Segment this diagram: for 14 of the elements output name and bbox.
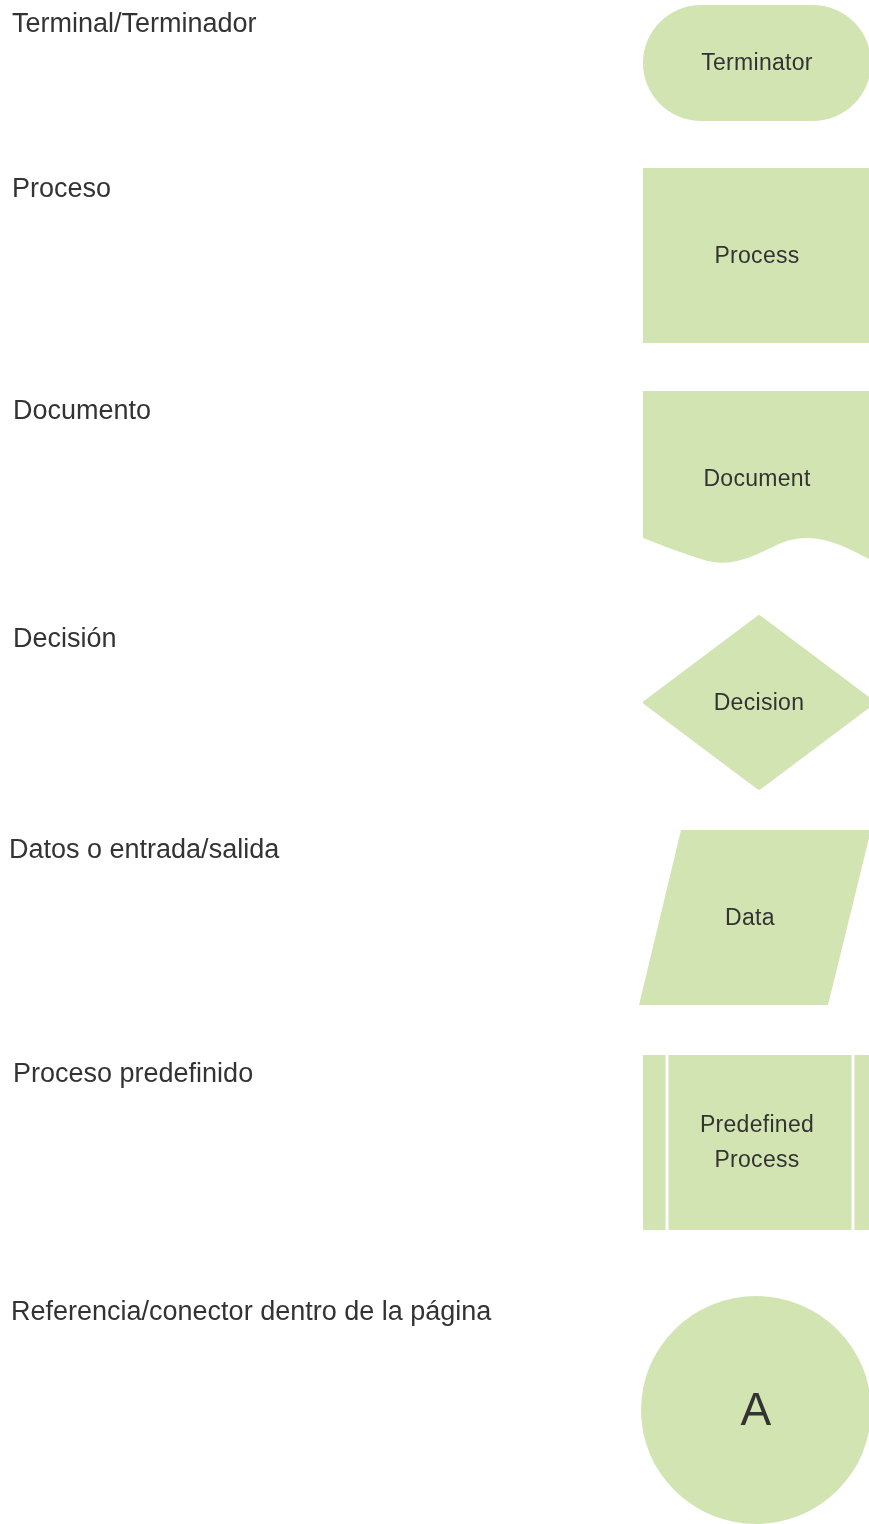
- shape-label: Data: [724, 902, 776, 932]
- symbol-name: Decisión: [13, 623, 117, 654]
- symbol-name: Referencia/conector dentro de la página: [11, 1296, 492, 1327]
- symbol-name: Datos o entrada/salida: [9, 834, 280, 865]
- symbol-name: Terminal/Terminador: [12, 8, 257, 39]
- shape-label: Predefined Process: [698, 1109, 816, 1175]
- symbol-name: Proceso predefinido: [13, 1058, 254, 1089]
- shape-label: Terminator: [700, 48, 814, 78]
- shape-label: Process: [713, 240, 801, 270]
- shape-label: A: [739, 1382, 773, 1438]
- symbol-name: Proceso: [12, 173, 112, 204]
- symbol-name: Documento: [13, 395, 152, 426]
- shape-label: Decision: [712, 687, 806, 717]
- shape-label: Document: [702, 464, 812, 494]
